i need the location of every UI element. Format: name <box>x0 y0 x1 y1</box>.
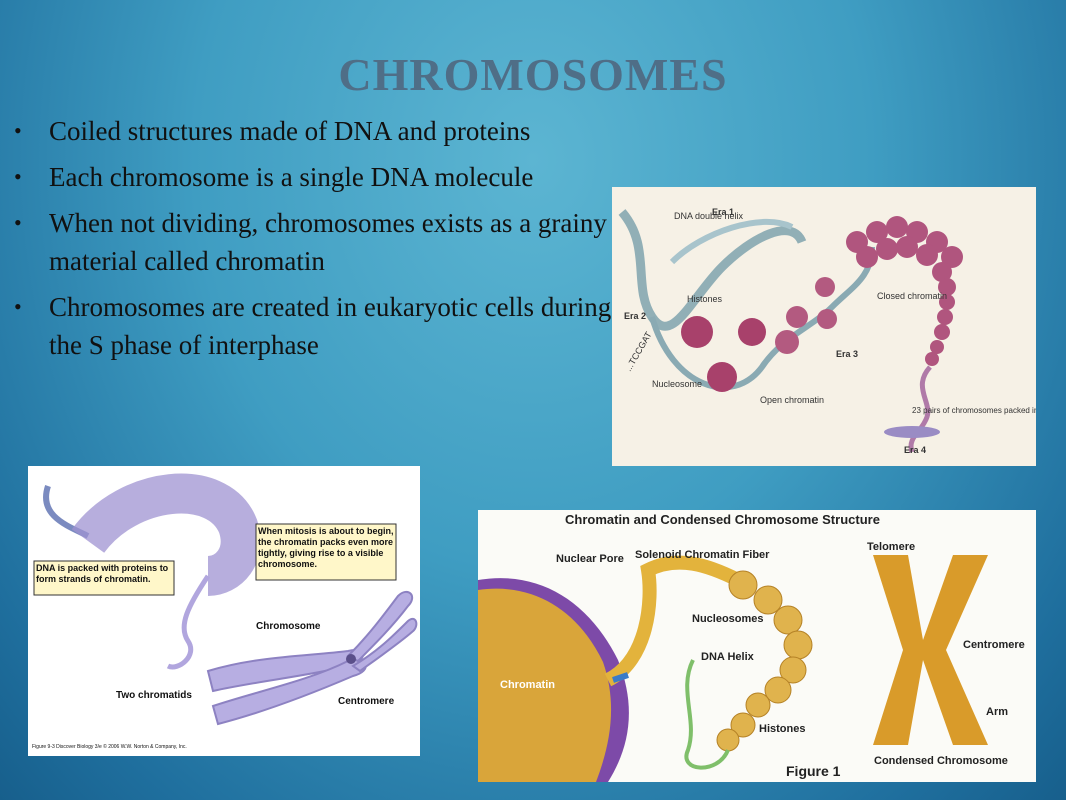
label-histones: Histones <box>687 294 723 304</box>
bullet-item: •When not dividing, chromosomes exists a… <box>14 204 614 280</box>
label-arm: Arm <box>986 706 1008 718</box>
nucleosome-coil <box>716 570 813 752</box>
bullet-item: •Each chromosome is a single DNA molecul… <box>14 158 614 196</box>
label-closed: Closed chromatin <box>877 291 947 301</box>
closed-chromatin-cluster <box>846 216 963 366</box>
label-era2: Era 2 <box>624 311 646 321</box>
condensed-chromosome <box>873 555 988 745</box>
label-centromere: Centromere <box>338 696 395 707</box>
bullet-icon: • <box>14 164 22 189</box>
chromosome-shape <box>206 590 418 726</box>
label-two-chromatids: Two chromatids <box>116 690 192 701</box>
label-open: Open chromatin <box>760 395 824 405</box>
bullet-list: •Coiled structures made of DNA and prote… <box>14 112 614 372</box>
label-chromosome: Chromosome <box>256 621 321 632</box>
label-era4: Era 4 <box>904 445 926 455</box>
label-figure: Figure 1 <box>786 763 841 779</box>
bullet-icon: • <box>14 210 22 235</box>
label-pairs: 23 pairs of chromosomes packed into the … <box>912 406 1036 415</box>
structure-title: Chromatin and Condensed Chromosome Struc… <box>565 512 880 527</box>
bullet-icon: • <box>14 118 22 143</box>
label-era3: Era 3 <box>836 349 858 359</box>
bullet-item: •Coiled structures made of DNA and prote… <box>14 112 614 150</box>
label-condensed: Condensed Chromosome <box>874 755 1008 767</box>
label-centromere: Centromere <box>963 639 1025 651</box>
label-telomere: Telomere <box>867 541 915 553</box>
slide-title: CHROMOSOMES <box>338 49 728 100</box>
label-dna-helix: DNA double helix <box>674 211 744 221</box>
bullet-item: •Chromosomes are created in eukaryotic c… <box>14 288 614 364</box>
label-nucleosomes: Nucleosomes <box>692 613 764 625</box>
label-dna-packed: DNA is packed with proteins to form stra… <box>36 563 169 584</box>
label-nucleosome: Nucleosome <box>652 379 702 389</box>
figure-chromatin-eras: DNA double helix Era 1 Era 2 Era 3 Era 4… <box>612 187 1036 466</box>
bullet-icon: • <box>14 294 22 319</box>
coiled-fiber <box>71 473 261 670</box>
figure-credit: Figure 9-3 Discover Biology 3/e © 2006 W… <box>32 743 187 750</box>
label-histones: Histones <box>759 723 805 735</box>
figure-mitosis-chromosome: DNA is packed with proteins to form stra… <box>28 466 420 756</box>
figure-chromatin-structure: Chromatin and Condensed Chromosome Struc… <box>478 510 1036 782</box>
label-nuclear-pore: Nuclear Pore <box>556 553 624 565</box>
label-mitosis-note: When mitosis is about to begin, the chro… <box>258 526 394 569</box>
label-dna-helix: DNA Helix <box>701 651 755 663</box>
label-solenoid: Solenoid Chromatin Fiber <box>635 549 770 561</box>
label-chromatin: Chromatin <box>500 679 555 691</box>
label-era1: Era 1 <box>712 207 734 217</box>
label-sequence: ...TCCGAT <box>623 330 654 373</box>
nucleus-chromatin <box>478 578 629 782</box>
nucleosome-beads <box>681 277 837 392</box>
